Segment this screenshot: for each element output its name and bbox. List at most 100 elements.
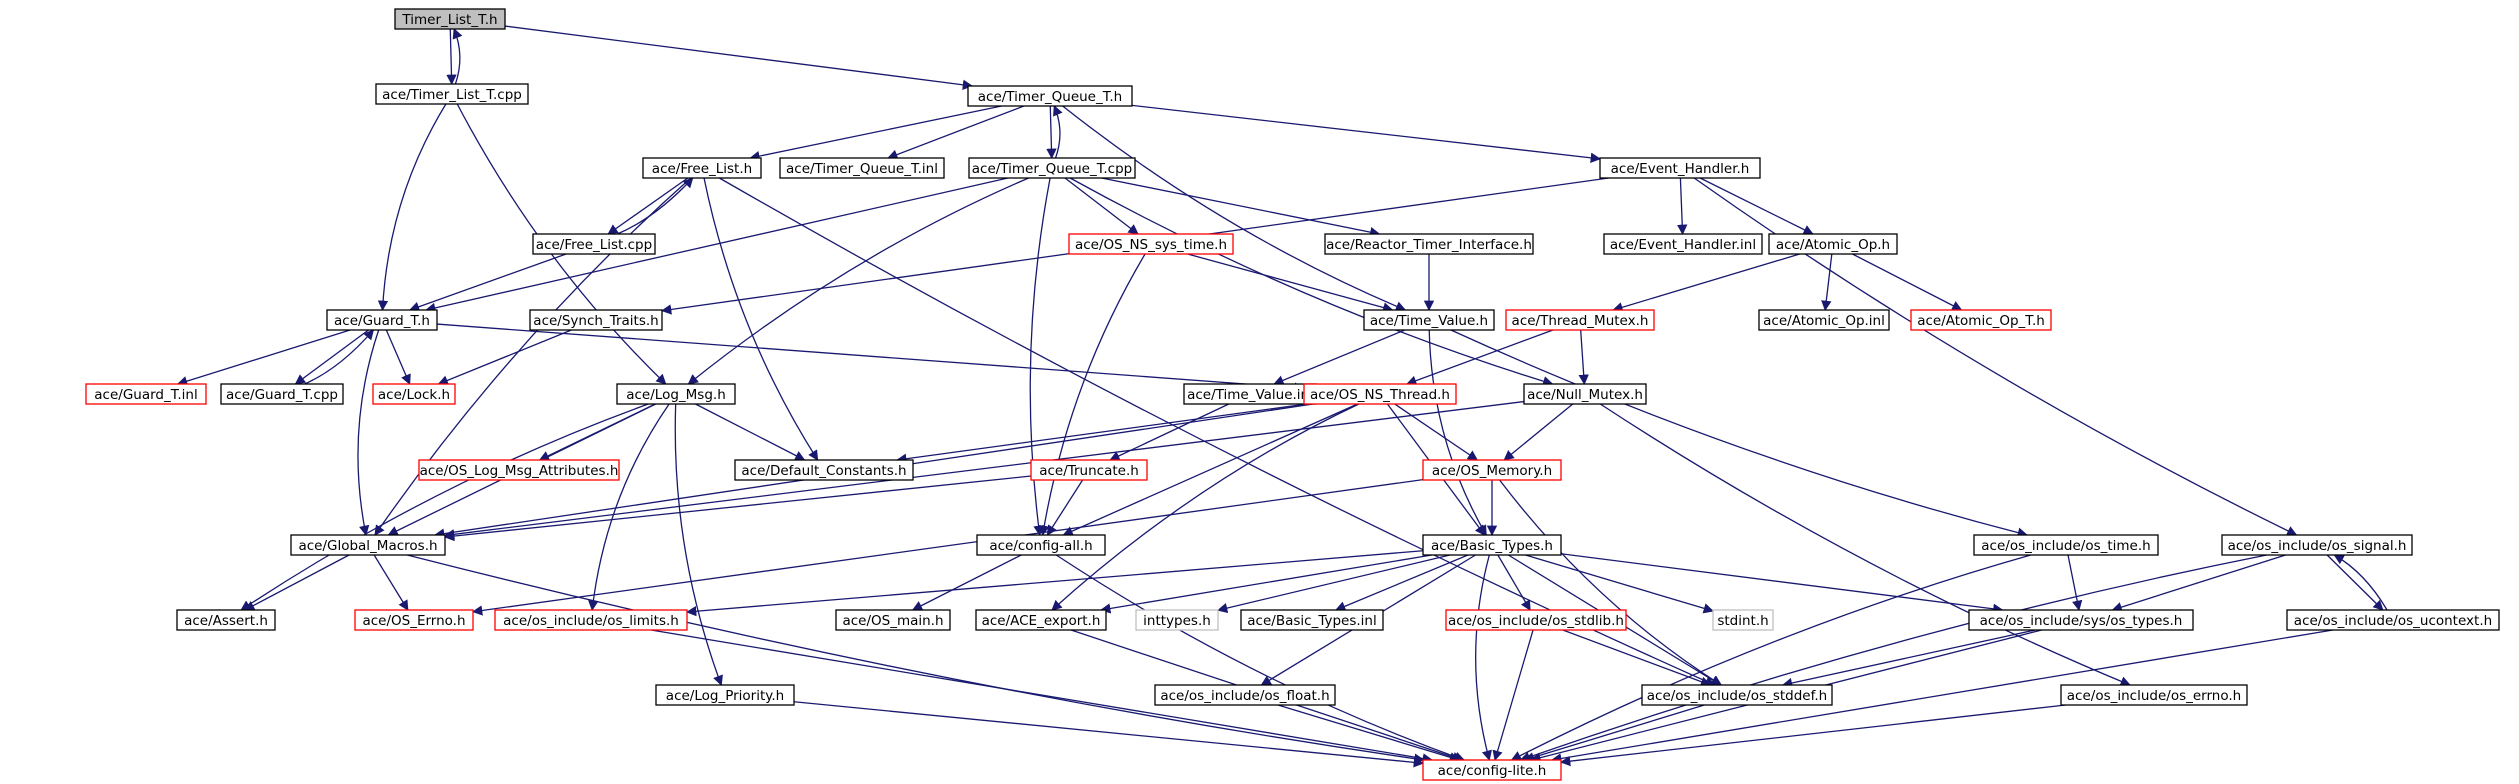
node-os-include-os-time-h[interactable]: ace/os_include/os_time.h [1973,534,2159,556]
node-reactor-timer-interface-h[interactable]: ace/Reactor_Timer_Interface.h [1324,233,1534,255]
edge-config_all_h-to-config_lite_h [1055,554,1466,762]
node-box [655,684,795,706]
node-label: ace/Event_Handler.inl [1610,237,1756,253]
edge-os_include_sys_os_types_h-to-os_include_os_stddef_h [1781,629,2036,689]
node-assert-h[interactable]: ace/Assert.h [176,609,276,631]
edge-atomic_op_h-to-atomic_op_inl [1821,253,1833,312]
node-log-priority-h[interactable]: ace/Log_Priority.h [655,684,795,706]
node-time-value-inl[interactable]: ace/Time_Value.inl [1183,383,1317,405]
node-guard-t-h[interactable]: ace/Guard_T.h [326,309,438,331]
node-box [1422,759,1562,781]
edge-timer_queue_t_cpp-to-reactor_timer_interface_h [1101,177,1381,238]
node-box [1154,684,1336,706]
edge-os_include_os_signal_h-to-os_include_os_ucontext_h [2326,554,2384,611]
node-free-list-cpp[interactable]: ace/Free_List.cpp [532,233,656,255]
edge-timer_list_t_cpp-to-timer_list_t_h [452,28,463,85]
node-timer-queue-t-h[interactable]: ace/Timer_Queue_T.h [967,85,1133,107]
node-box [1422,459,1562,481]
node-timer-list-t-h[interactable]: Timer_List_T.h [394,8,506,30]
node-default-constants-h[interactable]: ace/Default_Constants.h [734,459,914,481]
edge-guard_t_cpp-to-guard_t_h [304,329,375,385]
node-os-memory-h[interactable]: ace/OS_Memory.h [1422,459,1562,481]
node-label: ace/OS_Memory.h [1432,463,1552,479]
edge-timer_queue_t_cpp-to-os_ns_sys_time_h [1064,177,1139,235]
node-stdint-h[interactable]: stdint.h [1712,609,1774,631]
node-os-include-os-stdlib-h[interactable]: ace/os_include/os_stdlib.h [1445,609,1627,631]
node-lock-h[interactable]: ace/Lock.h [372,383,456,405]
edge-atomic_op_h-to-atomic_op_t_h [1852,253,1963,311]
node-box [2221,534,2413,556]
node-os-include-os-ucontext-h[interactable]: ace/os_include/os_ucontext.h [2286,609,2500,631]
node-os-ns-sys-time-h[interactable]: ace/OS_NS_sys_time.h [1068,233,1234,255]
node-global-macros-h[interactable]: ace/Global_Macros.h [290,534,446,556]
node-thread-mutex-h[interactable]: ace/Thread_Mutex.h [1505,309,1655,331]
node-log-msg-h[interactable]: ace/Log_Msg.h [616,383,736,405]
node-os-log-msg-attributes-h[interactable]: ace/OS_Log_Msg_Attributes.h [418,459,620,481]
node-time-value-h[interactable]: ace/Time_Value.h [1363,309,1495,331]
node-timer-queue-t-cpp[interactable]: ace/Timer_Queue_T.cpp [968,157,1136,179]
node-timer-queue-t-inl[interactable]: ace/Timer_Queue_T.inl [779,157,945,179]
node-box [532,233,656,255]
node-atomic-op-inl[interactable]: ace/Atomic_Op.inl [1758,309,1890,331]
edge-guard_t_h-to-global_macros_h [357,329,380,537]
node-atomic-op-h[interactable]: ace/Atomic_Op.h [1768,233,1898,255]
node-config-lite-h[interactable]: ace/config-lite.h [1422,759,1562,781]
node-atomic-op-t-h[interactable]: ace/Atomic_Op_T.h [1910,309,2052,331]
node-label: ace/OS_NS_Thread.h [1310,387,1450,403]
node-box [1324,233,1534,255]
edge-null_mutex_h-to-os_memory_h [1503,403,1574,461]
edge-time_value_inl-to-truncate_h [1109,403,1230,461]
edge-truncate_h-to-config_all_h [1046,479,1084,536]
node-timer-list-t-cpp[interactable]: ace/Timer_List_T.cpp [375,83,529,105]
node-os-errno-h[interactable]: ace/OS_Errno.h [354,609,474,631]
edge-synch_traits_h-to-lock_h [437,329,572,386]
node-box [394,8,506,30]
node-basic-types-inl[interactable]: ace/Basic_Types.inl [1240,609,1384,631]
node-synch-traits-h[interactable]: ace/Synch_Traits.h [529,309,663,331]
node-event-handler-h[interactable]: ace/Event_Handler.h [1599,157,1761,179]
edge-os_ns_sys_time_h-to-time_value_h [1187,253,1394,313]
node-truncate-h[interactable]: ace/Truncate.h [1030,459,1148,481]
node-os-include-os-stddef-h[interactable]: ace/os_include/os_stddef.h [1641,684,1833,706]
node-box [975,609,1107,631]
edge-config_all_h-to-os_main_h [911,554,1022,611]
edge-timer_list_t_cpp-to-guard_t_h [377,103,447,312]
node-label: ace/Free_List.cpp [536,237,652,253]
edge-time_value_h-to-time_value_inl [1273,329,1406,386]
node-basic-types-h[interactable]: ace/Basic_Types.h [1422,534,1562,556]
node-os-include-os-limits-h[interactable]: ace/os_include/os_limits.h [494,609,688,631]
node-label: ace/config-all.h [989,538,1092,554]
node-inttypes-h[interactable]: inttypes.h [1135,609,1219,631]
node-ace-export-h[interactable]: ace/ACE_export.h [975,609,1107,631]
node-label: ace/os_include/os_limits.h [503,613,679,629]
edge-timer_queue_t_cpp-to-log_msg_h [687,177,1029,385]
node-event-handler-inl[interactable]: ace/Event_Handler.inl [1603,233,1763,255]
node-box [326,309,438,331]
node-box [1303,383,1457,405]
node-label: ace/Timer_Queue_T.h [978,89,1122,105]
node-os-include-sys-os-types-h[interactable]: ace/os_include/sys/os_types.h [1968,609,2194,631]
edge-os_include_os_signal_h-to-os_include_sys_os_types_h [2111,554,2286,613]
edge-global_macros_h-to-os_errno_h [373,554,409,611]
edge-thread_mutex_h-to-os_ns_thread_h [1406,329,1554,386]
node-label: ace/os_include/os_time.h [1981,538,2150,554]
edge-os_memory_h-to-os_include_os_stddef_h [1499,479,1723,686]
node-os-ns-thread-h[interactable]: ace/OS_NS_Thread.h [1303,383,1457,405]
node-box [375,83,529,105]
edge-timer_list_t_h-to-timer_list_t_cpp [446,28,457,86]
node-guard-t-inl[interactable]: ace/Guard_T.inl [85,383,207,405]
node-guard-t-cpp[interactable]: ace/Guard_T.cpp [220,383,344,405]
node-free-list-h[interactable]: ace/Free_List.h [642,157,762,179]
node-os-include-os-signal-h[interactable]: ace/os_include/os_signal.h [2221,534,2413,556]
node-config-all-h[interactable]: ace/config-all.h [976,534,1106,556]
node-null-mutex-h[interactable]: ace/Null_Mutex.h [1523,383,1647,405]
node-os-include-os-errno-h[interactable]: ace/os_include/os_errno.h [2060,684,2248,706]
node-os-include-os-float-h[interactable]: ace/os_include/os_float.h [1154,684,1336,706]
edge-guard_t_h-to-os_ns_thread_h [436,323,1306,393]
node-os-main-h[interactable]: ace/OS_main.h [835,609,951,631]
node-box [1758,309,1890,331]
node-label: ace/Atomic_Op_T.h [1917,313,2045,329]
edge-os_include_os_stdlib_h-to-config_lite_h [1492,629,1534,761]
node-box [85,383,207,405]
node-label: ace/Free_List.h [652,161,752,177]
